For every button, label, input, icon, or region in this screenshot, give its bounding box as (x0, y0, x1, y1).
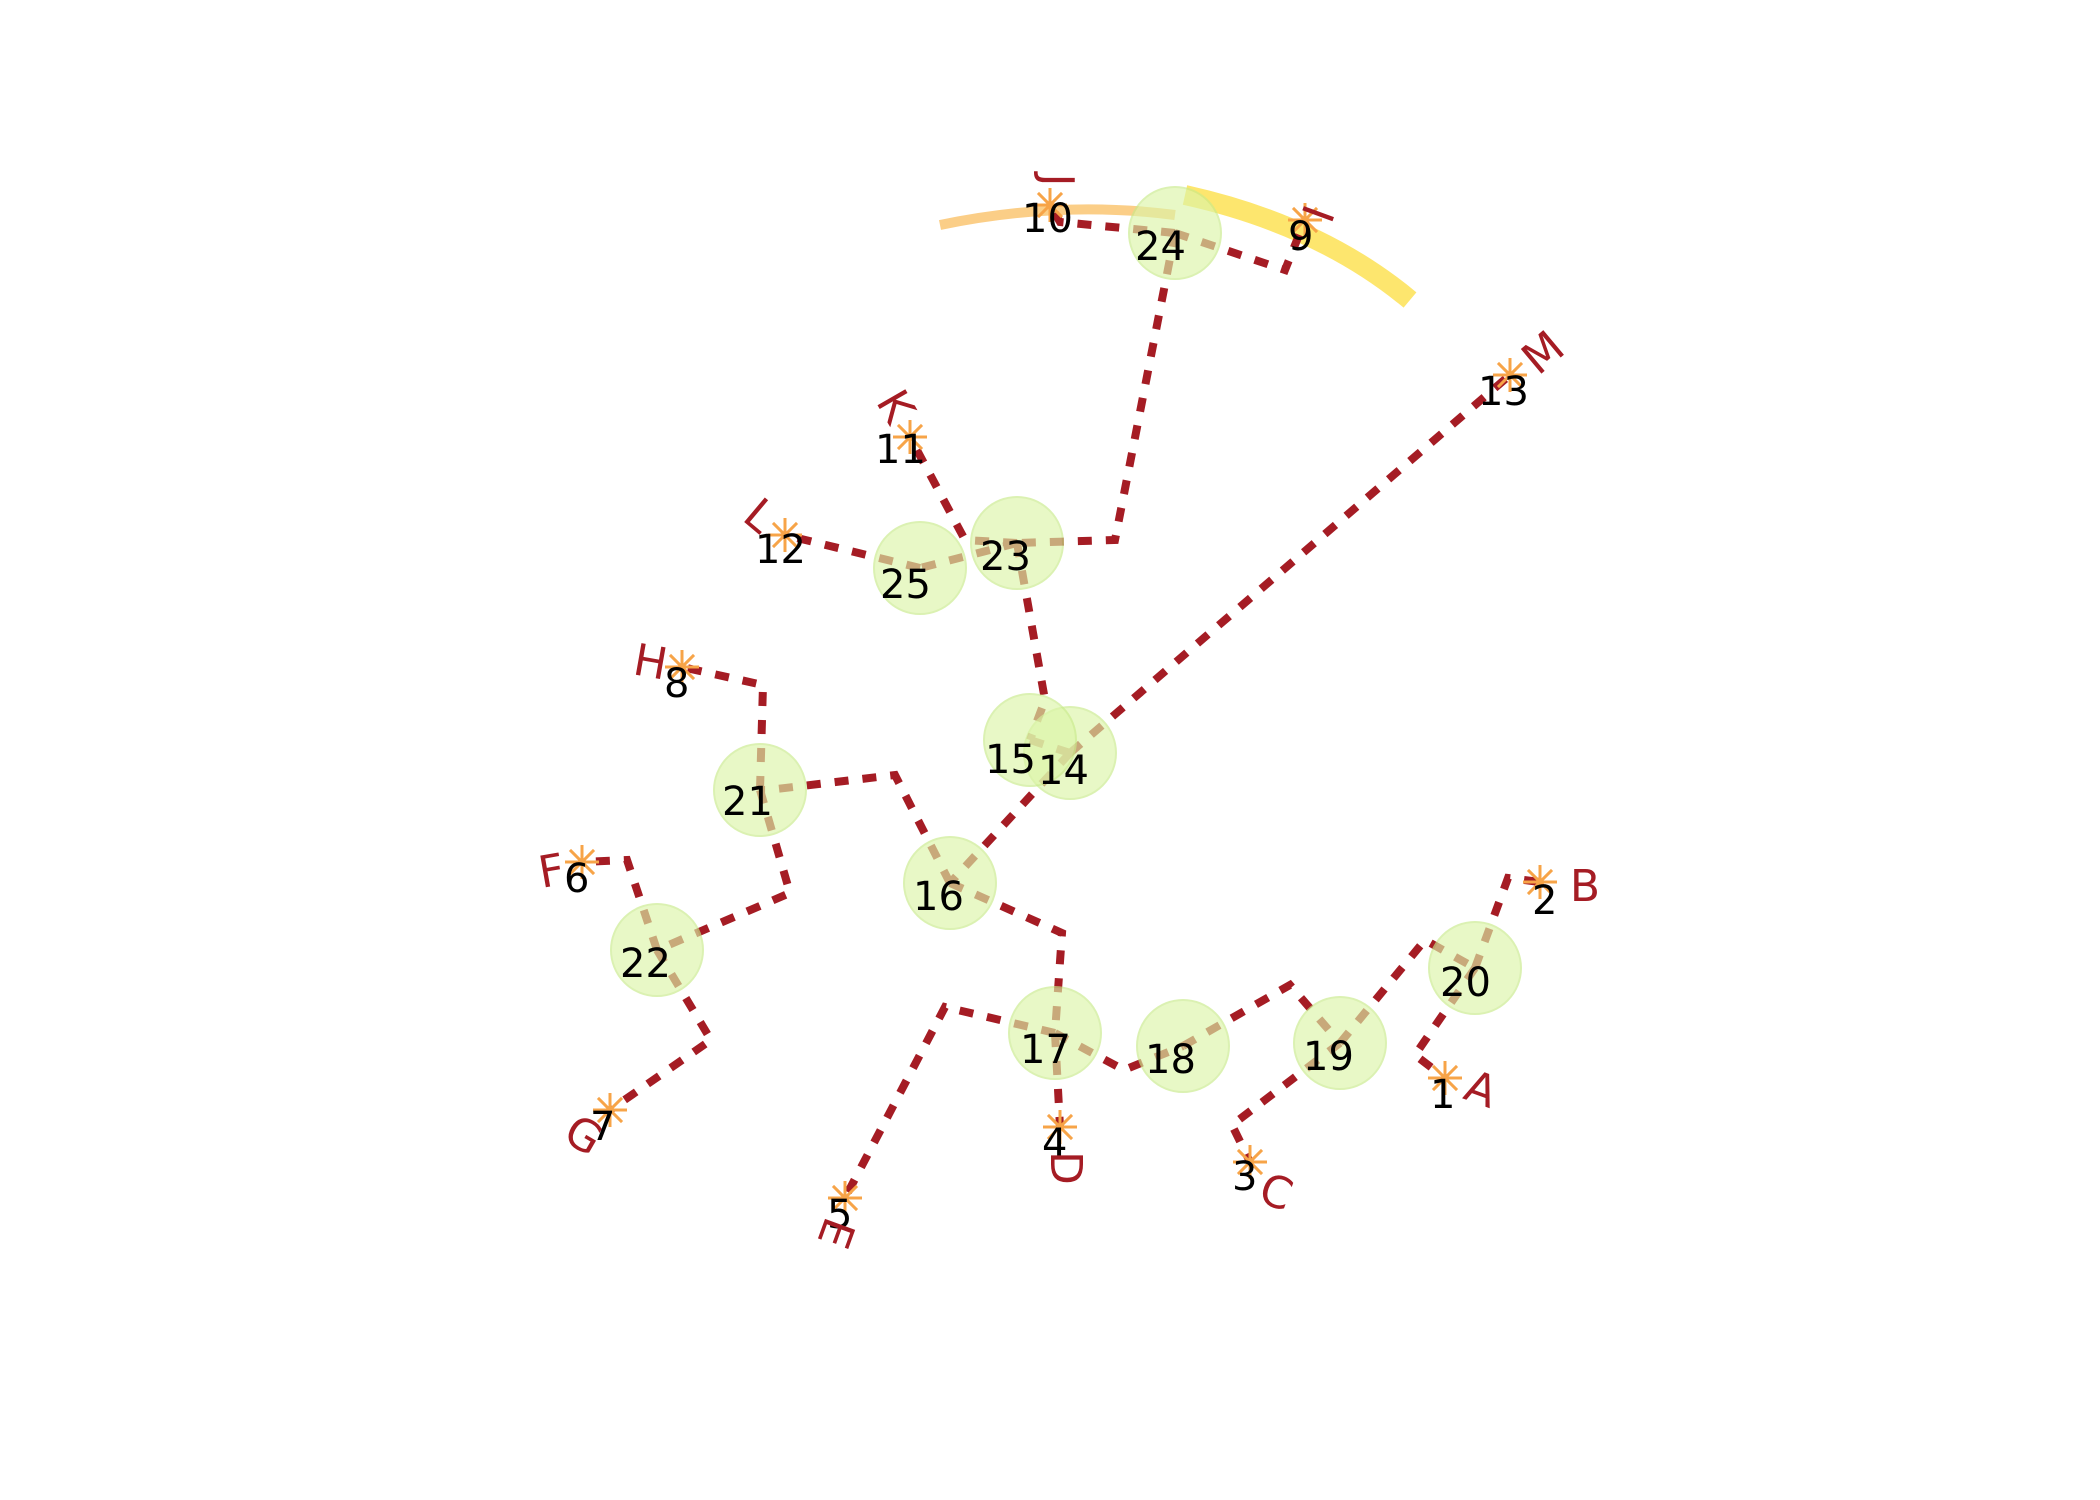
internal-node-22 (610, 903, 704, 997)
tip-letter-D: D (1040, 1151, 1091, 1185)
tip-marker-1 (1428, 1061, 1462, 1095)
node-number-12: 12 (755, 527, 806, 573)
node-number-5: 5 (827, 1192, 852, 1238)
node-number-10: 10 (1022, 196, 1073, 242)
tip-marker-12 (768, 518, 802, 552)
tip-letter-J: J (1032, 171, 1083, 187)
node-number-1: 1 (1430, 1072, 1455, 1118)
tip-marker-13 (1493, 358, 1527, 392)
node-number-17: 17 (1020, 1027, 1071, 1073)
node-number-21: 21 (722, 779, 773, 825)
node-number-20: 20 (1440, 960, 1491, 1006)
node-number-24: 24 (1135, 224, 1186, 270)
node-number-4: 4 (1042, 1121, 1067, 1167)
tip-marker-4 (1043, 1110, 1077, 1144)
edge-24-23 (1016, 232, 1179, 547)
node-number-16: 16 (913, 874, 964, 920)
internal-node-19 (1293, 996, 1387, 1090)
internal-node-17 (1008, 986, 1102, 1080)
node-number-19: 19 (1303, 1034, 1354, 1080)
tip-letter-B: B (1570, 861, 1600, 912)
node-number-7: 7 (590, 1104, 615, 1150)
tip-letter-A: A (1458, 1061, 1504, 1119)
tip-letter-F: F (535, 844, 569, 899)
node-number-23: 23 (980, 534, 1031, 580)
tip-marker-2 (1523, 865, 1557, 899)
internal-node-25 (873, 521, 967, 615)
node-number-13: 13 (1478, 369, 1529, 415)
internal-node-23 (970, 496, 1064, 590)
node-number-8: 8 (664, 661, 689, 707)
tip-letter-K: K (866, 382, 925, 433)
node-number-9: 9 (1288, 214, 1313, 260)
node-number-3: 3 (1232, 1154, 1257, 1200)
tip-marker-6 (565, 845, 599, 879)
node-number-22: 22 (620, 941, 671, 987)
node-number-18: 18 (1145, 1037, 1196, 1083)
node-number-11: 11 (875, 427, 926, 473)
tip-marker-9 (1288, 203, 1322, 237)
internal-node-15 (983, 693, 1077, 787)
tip-marker-10 (1033, 188, 1067, 222)
tip-marker-8 (665, 650, 699, 684)
tip-marker-3 (1233, 1145, 1267, 1179)
node-number-2: 2 (1532, 878, 1557, 924)
edge-25-12 (784, 531, 921, 572)
internal-node-24 (1128, 186, 1222, 280)
internal-node-16 (903, 836, 997, 930)
tip-letter-E: E (807, 1211, 864, 1255)
tip-marker-7 (593, 1093, 627, 1127)
node-number-15: 15 (985, 737, 1036, 783)
internal-node-20 (1428, 921, 1522, 1015)
arc-yellow (1182, 185, 1417, 308)
internal-node-21 (713, 743, 807, 837)
node-number-14: 14 (1038, 748, 1089, 794)
tip-markers (565, 188, 1557, 1215)
internal-nodes (610, 186, 1522, 1093)
internal-node-18 (1136, 999, 1230, 1093)
node-number-25: 25 (880, 562, 931, 608)
node-number-6: 6 (564, 856, 589, 902)
tip-marker-11 (893, 420, 927, 454)
tip-marker-5 (828, 1181, 862, 1215)
edge-14-13 (1067, 371, 1513, 757)
